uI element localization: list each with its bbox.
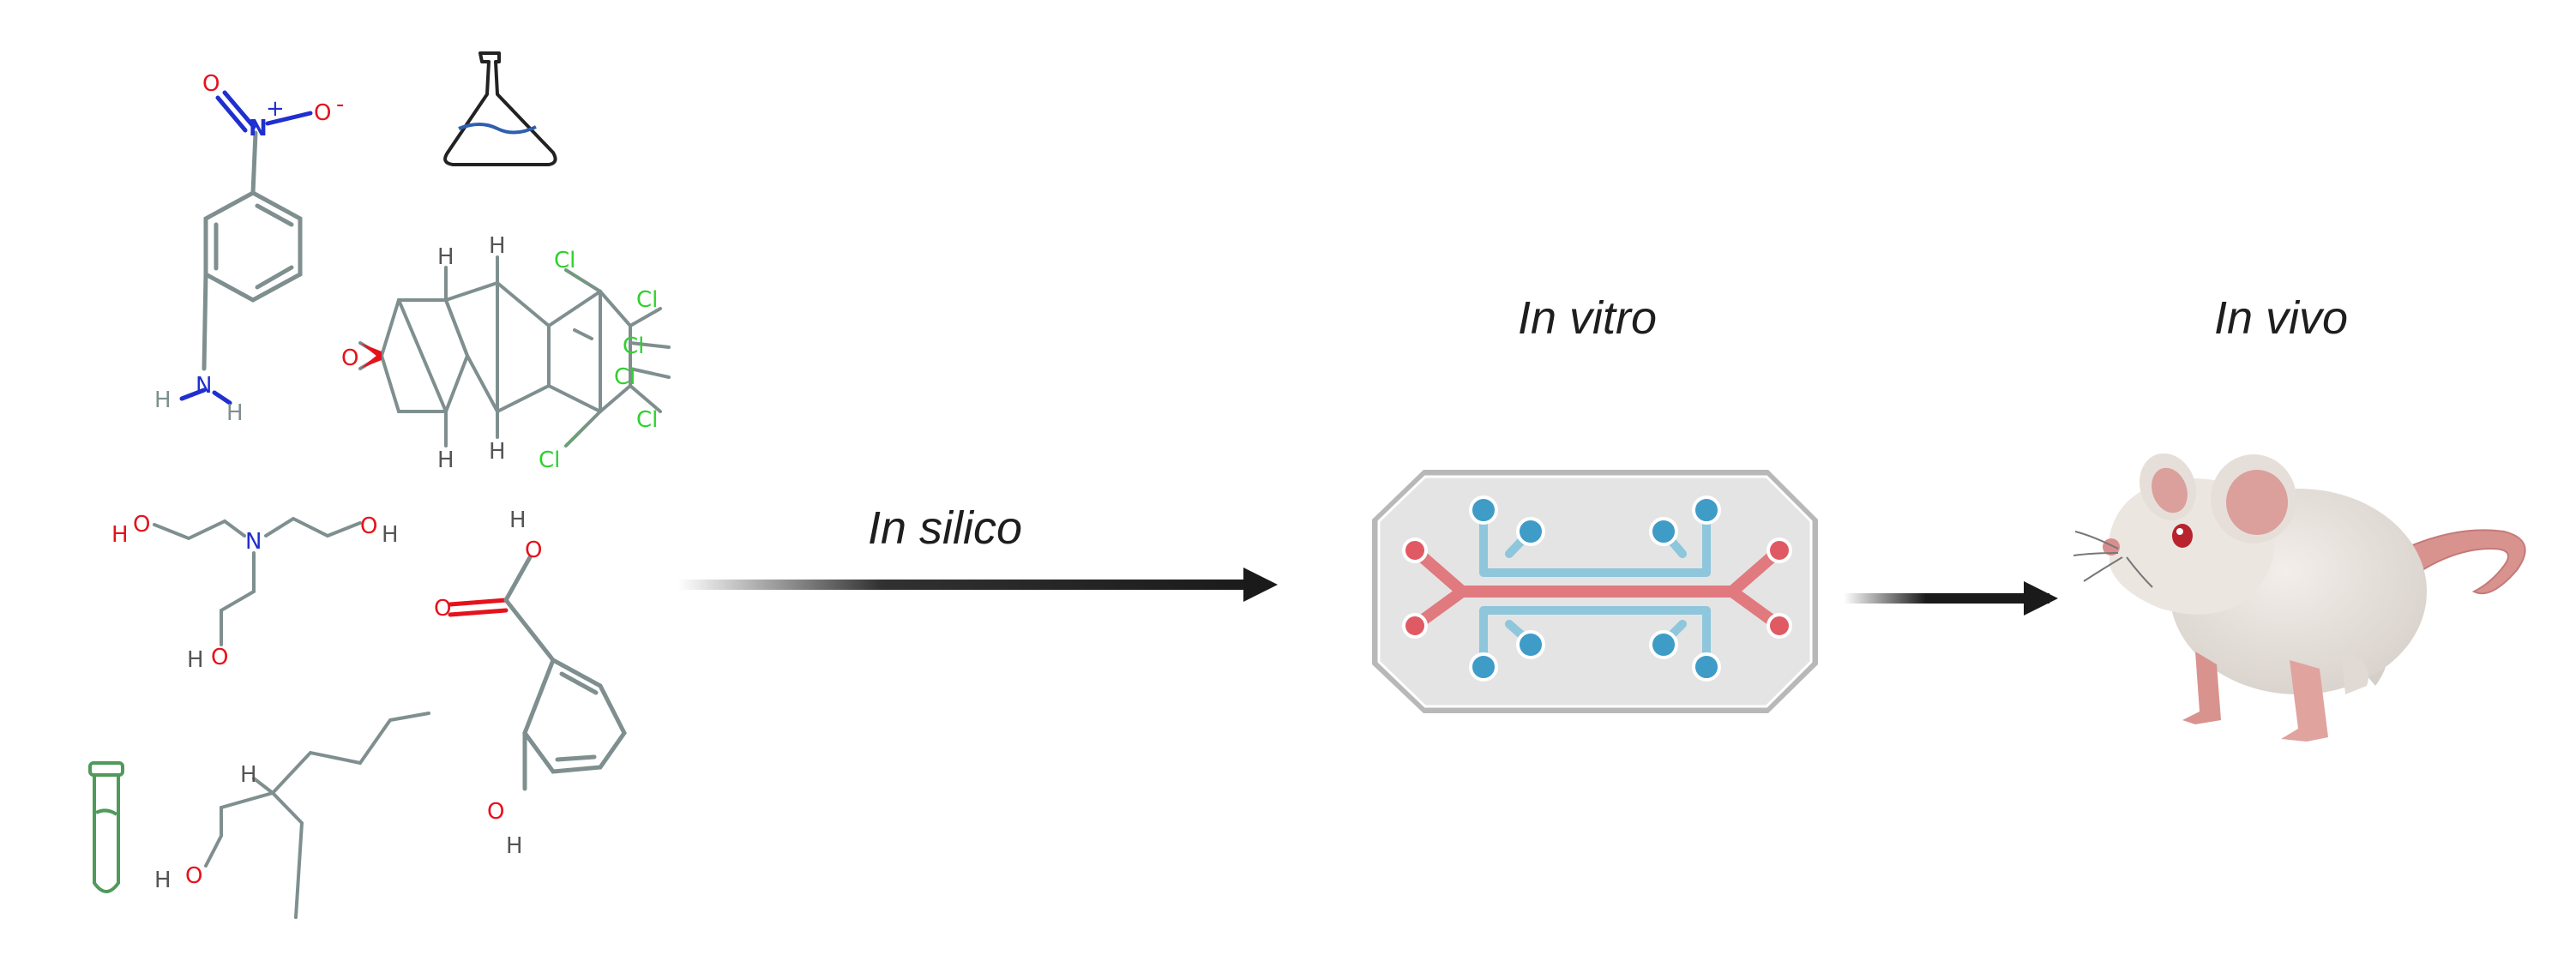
arrow-icon xyxy=(1844,581,2058,616)
chlorine-wedge xyxy=(563,411,600,448)
atom-label: Cl xyxy=(614,364,635,390)
molecule-hydroxybenzoic-acid xyxy=(448,555,627,791)
atom-label: H xyxy=(489,439,506,465)
molecule-hydroxybenzoic-atoms: O O H O H xyxy=(434,508,542,859)
molecule-nitroaniline-atoms: N + O O - N H H xyxy=(154,71,344,426)
atom-label: H xyxy=(111,522,129,548)
atom-label: O xyxy=(341,345,358,371)
atom-label: N xyxy=(245,529,262,555)
atom-label: Cl xyxy=(554,248,575,273)
atom-label: H xyxy=(437,447,454,473)
atom-label: Cl xyxy=(539,447,560,473)
atom-label: O xyxy=(133,512,150,538)
arrow-icon xyxy=(677,568,1278,602)
molecule-triethanolamine-atoms: N H O O H O H xyxy=(111,512,399,673)
atom-label: H xyxy=(509,508,527,533)
epoxide-wedge xyxy=(360,351,382,369)
atom-label: H xyxy=(382,522,399,548)
molecule-triethanolamine xyxy=(153,516,362,646)
atom-label: H xyxy=(506,833,523,859)
stage-label-in-vitro: In vitro xyxy=(1518,292,1658,344)
molecule-nitroaniline xyxy=(179,90,313,405)
organ-on-chip-icon xyxy=(1372,470,1818,713)
atom-label: N xyxy=(249,116,268,141)
atom-label: O xyxy=(314,100,331,126)
atom-label: H xyxy=(154,868,172,893)
atom-label: O xyxy=(211,645,228,670)
atom-label: H xyxy=(489,233,506,259)
atom-label: O xyxy=(202,71,220,97)
atom-label: O xyxy=(360,514,377,539)
stage-label-in-silico: In silico xyxy=(868,502,1023,554)
atom-charge: - xyxy=(336,92,344,117)
atom-label: H xyxy=(187,647,204,673)
atom-label: O xyxy=(434,596,451,622)
atom-label: H xyxy=(226,400,244,426)
atom-charge: + xyxy=(266,96,285,122)
atom-label: Cl xyxy=(623,333,644,359)
atom-label: Cl xyxy=(636,287,658,313)
atom-label: O xyxy=(525,538,542,563)
molecule-ethylhexanol-atoms: O H H xyxy=(154,762,257,893)
molecule-ethylhexanol xyxy=(204,712,430,919)
stage-label-in-vivo: In vivo xyxy=(2214,292,2349,344)
mouse-icon xyxy=(2073,453,2526,742)
chlorine-wedge xyxy=(563,267,600,291)
atom-label: O xyxy=(185,863,202,889)
atom-label: N xyxy=(196,373,212,399)
atom-label: Cl xyxy=(636,407,658,433)
flask-icon xyxy=(443,51,557,166)
molecule-dieldrin-atoms: O H H H H Cl Cl Cl Cl Cl Cl xyxy=(341,233,658,473)
atom-label: O xyxy=(487,799,504,825)
test-tube-icon xyxy=(88,761,124,893)
atom-label: H xyxy=(154,387,172,413)
atom-label: H xyxy=(437,244,454,270)
atom-label: H xyxy=(240,762,257,788)
